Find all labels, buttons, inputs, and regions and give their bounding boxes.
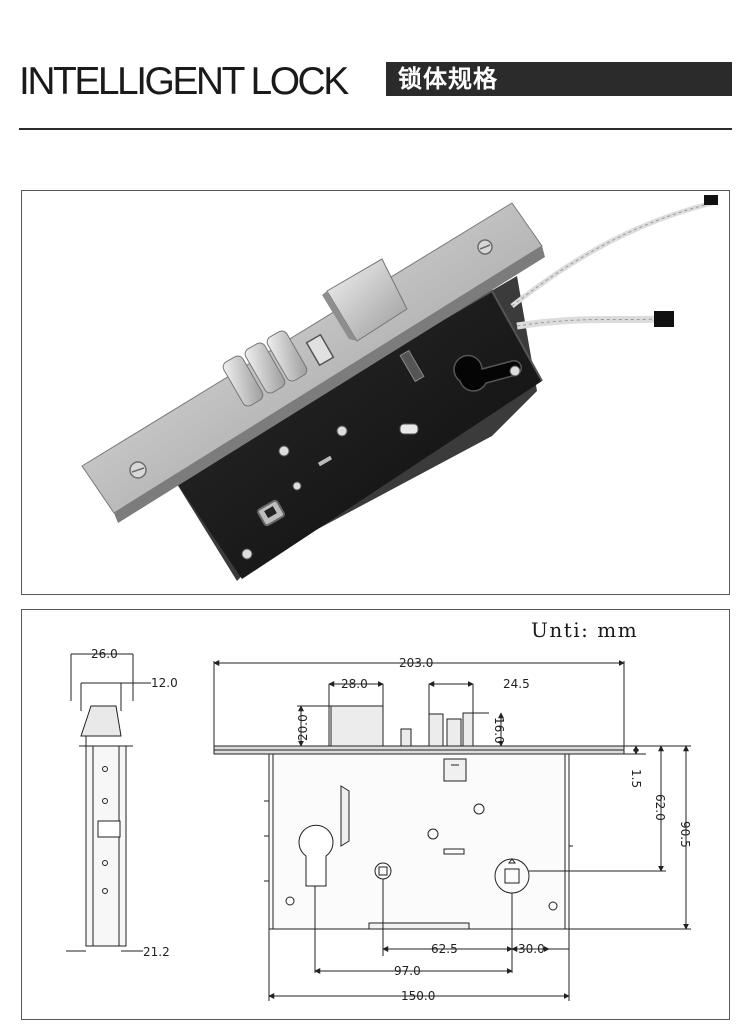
wire-lower bbox=[516, 315, 658, 330]
page-subtitle: 锁体规格 bbox=[398, 65, 498, 93]
dim-deadbolt-width: 24.5 bbox=[503, 677, 530, 691]
dim-backset: 97.0 bbox=[394, 964, 421, 978]
dim-case-height: 90.5 bbox=[678, 821, 692, 848]
connector-icon bbox=[704, 195, 718, 205]
dim-latch-projection: 20.0 bbox=[296, 714, 310, 741]
subtitle-banner bbox=[386, 62, 732, 96]
page-title: INTELLIGENT LOCK bbox=[19, 60, 349, 103]
keyhole-icon bbox=[453, 354, 522, 392]
connector-icon bbox=[654, 311, 674, 327]
keyhole-icon bbox=[298, 824, 334, 887]
technical-drawing-panel: 26.0 12.0 21.2 203.0 28.0 24.5 20.0 16.0… bbox=[21, 609, 730, 1020]
side-view bbox=[66, 653, 151, 952]
dim-overall-length: 203.0 bbox=[399, 656, 433, 670]
product-photo-panel bbox=[21, 190, 730, 595]
dimension-lines bbox=[213, 660, 689, 999]
dim-side-bottom: 21.2 bbox=[143, 945, 170, 959]
deadbolt bbox=[222, 330, 308, 407]
dim-latch-width: 28.0 bbox=[341, 677, 368, 691]
page-header: INTELLIGENT LOCK 锁体规格 bbox=[0, 0, 750, 140]
deadbolt bbox=[428, 713, 444, 747]
dim-case-width: 150.0 bbox=[401, 989, 435, 1003]
dim-faceplate-thickness: 1.5 bbox=[629, 769, 643, 788]
lock-body-illustration bbox=[81, 195, 718, 581]
dim-side-top: 12.0 bbox=[151, 676, 178, 690]
dim-spindle-to-cylinder: 62.5 bbox=[431, 942, 458, 956]
dimension-drawing: 26.0 12.0 21.2 203.0 28.0 24.5 20.0 16.0… bbox=[66, 647, 692, 1003]
header-divider bbox=[19, 128, 732, 130]
unit-label: Unti: mm bbox=[531, 618, 639, 642]
dim-side-width: 26.0 bbox=[91, 647, 118, 661]
dim-spindle-height: 62.0 bbox=[653, 794, 667, 821]
latch-bolt bbox=[330, 705, 384, 747]
front-view bbox=[213, 705, 625, 930]
latch-bolt bbox=[326, 258, 408, 342]
dim-cylinder-offset: 30.0 bbox=[518, 942, 545, 956]
dim-deadbolt-projection: 16.0 bbox=[492, 717, 506, 744]
